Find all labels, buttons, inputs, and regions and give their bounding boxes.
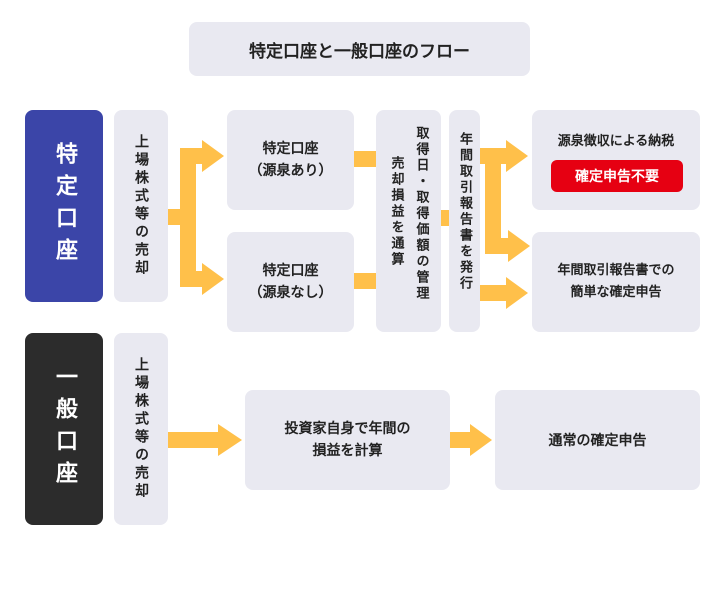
tokutei-with-withholding-box: 特定口座 （源泉あり）: [227, 110, 354, 210]
report-box: 年間取引報告書を発行: [449, 110, 480, 332]
ippan-sale-box: 上場株式等の売却: [114, 333, 168, 525]
arrow-ippan-sale-head: [218, 424, 242, 456]
result-simple-label: 年間取引報告書での 簡単な確定申告: [557, 263, 675, 300]
connector-result-vertical: [485, 148, 501, 252]
tokutei-without-withholding-box: 特定口座 （源泉なし）: [227, 232, 354, 332]
arrow-to-no-withholding-head: [202, 263, 224, 295]
connector-manage-to-report: [441, 210, 449, 226]
ippan-sale-label: 上場株式等の売却: [133, 357, 149, 501]
result-withholding-label: 源泉徴収による納税: [557, 134, 675, 149]
management-box: 取得日・取得価額の管理 売却損益を通算: [376, 110, 441, 332]
management-label: 取得日・取得価額の管理: [413, 126, 429, 302]
connector-withholding-to-manage: [354, 151, 376, 167]
arrow-to-withholding-shaft: [180, 148, 206, 164]
arrow-ippan-calc-shaft: [450, 432, 472, 448]
tokutei-with-withholding-label: 特定口座 （源泉あり）: [248, 141, 333, 179]
arrow-to-simple-result-shaft: [480, 285, 508, 301]
arrow-sale-to-split: [168, 209, 183, 225]
arrow-to-simple-from-upper-shaft: [485, 238, 511, 254]
tokutei-sale-box: 上場株式等の売却: [114, 110, 168, 302]
tokutei-category: 特定口座: [25, 110, 103, 302]
connector-split-vertical: [180, 148, 196, 287]
arrow-ippan-sale-shaft: [168, 432, 220, 448]
arrow-to-withholding-head: [202, 140, 224, 172]
tokutei-without-withholding-label: 特定口座 （源泉なし）: [248, 263, 333, 301]
arrow-ippan-calc-head: [470, 424, 492, 456]
no-filing-badge-label: 確定申告不要: [575, 169, 659, 185]
tokutei-sale-label: 上場株式等の売却: [133, 134, 149, 278]
ippan-normal-filing-box: 通常の確定申告: [495, 390, 700, 490]
arrow-to-no-withholding-shaft: [180, 271, 206, 287]
ippan-self-calc-box: 投資家自身で年間の 損益を計算: [245, 390, 450, 490]
offset-label: 売却損益を通算: [388, 156, 404, 268]
arrow-to-simple-from-upper-head: [508, 230, 530, 262]
diagram-title-text: 特定口座と一般口座のフロー: [249, 41, 470, 62]
ippan-category-label: 一般口座: [52, 365, 77, 493]
no-filing-badge: 確定申告不要: [551, 160, 683, 192]
report-label: 年間取引報告書を発行: [457, 132, 472, 292]
diagram-title: 特定口座と一般口座のフロー: [189, 22, 530, 76]
arrow-to-simple-result-head: [506, 277, 528, 309]
ippan-self-calc-label: 投資家自身で年間の 損益を計算: [284, 421, 411, 459]
ippan-category: 一般口座: [25, 333, 103, 525]
result-withholding-box: 源泉徴収による納税 確定申告不要: [532, 110, 700, 210]
tokutei-category-label: 特定口座: [52, 142, 77, 270]
ippan-normal-filing-label: 通常の確定申告: [548, 433, 647, 449]
connector-no-withholding-to-manage: [354, 273, 376, 289]
arrow-to-withholding-result-head: [506, 140, 528, 172]
result-simple-box: 年間取引報告書での 簡単な確定申告: [532, 232, 700, 332]
